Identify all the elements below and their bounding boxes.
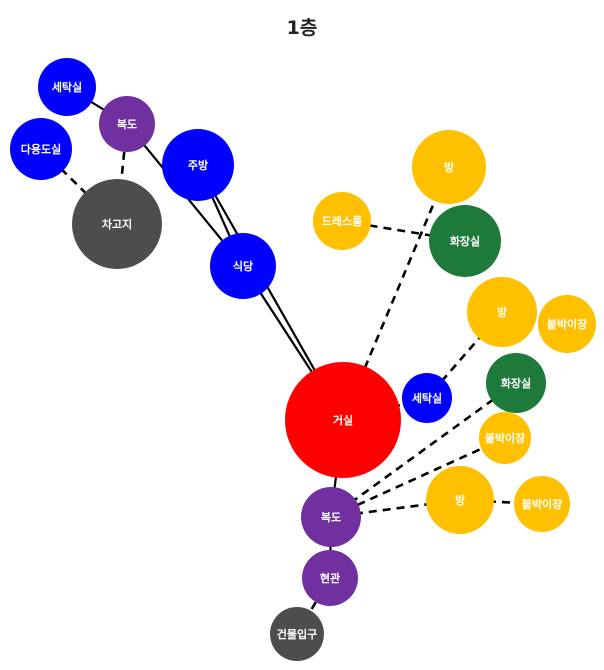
- node-layer: 차고지복도세탁실다용도실주방식당방드레스룸화장실방붙박이장화장실세탁실거실붙박이…: [10, 58, 596, 661]
- room-node-circle: [467, 277, 537, 347]
- room-node-circle: [10, 118, 72, 180]
- edge-dashed: [330, 381, 517, 519]
- room-node: 세탁실: [38, 58, 96, 116]
- room-node-circle: [538, 295, 596, 353]
- room-node: 방: [467, 277, 537, 347]
- room-node-label: 붙박이장: [485, 431, 525, 445]
- room-node-circle: [402, 373, 452, 423]
- room-node-circle: [72, 179, 162, 269]
- room-node-label: 차고지: [102, 217, 132, 231]
- room-node: 식당: [210, 233, 276, 299]
- room-node: 거실: [285, 362, 401, 478]
- room-node-circle: [270, 607, 324, 661]
- room-node: 드레스룸: [313, 192, 371, 250]
- room-node: 붙박이장: [479, 412, 531, 464]
- room-node-circle: [412, 130, 486, 204]
- room-node-label: 방: [455, 493, 465, 507]
- room-node-label: 식당: [233, 259, 253, 273]
- room-node-circle: [313, 192, 371, 250]
- room-node: 다용도실: [10, 118, 72, 180]
- room-node-circle: [285, 362, 401, 478]
- room-node-label: 드레스룸: [322, 214, 362, 228]
- room-node-label: 다용도실: [21, 142, 61, 156]
- room-node-label: 세탁실: [52, 80, 82, 94]
- room-node-circle: [210, 233, 276, 299]
- room-node-label: 건물입구: [277, 627, 317, 641]
- room-node-label: 세탁실: [412, 391, 442, 405]
- room-node: 복도: [99, 96, 155, 152]
- room-node: 화장실: [429, 205, 501, 277]
- room-node-label: 붙박이장: [547, 317, 587, 331]
- room-node-label: 복도: [321, 510, 341, 524]
- room-node-label: 현관: [320, 571, 340, 585]
- room-node-label: 방: [444, 160, 454, 174]
- room-node-circle: [301, 487, 361, 547]
- room-node: 화장실: [486, 353, 546, 413]
- room-node-circle: [479, 412, 531, 464]
- room-node-circle: [99, 96, 155, 152]
- room-node-label: 화장실: [450, 234, 480, 248]
- room-node-circle: [514, 476, 570, 532]
- room-node-label: 화장실: [501, 376, 531, 390]
- room-node-label: 거실: [333, 413, 353, 427]
- room-node-label: 주방: [188, 158, 208, 172]
- room-node: 방: [426, 466, 494, 534]
- room-node: 방: [412, 130, 486, 204]
- room-node-label: 방: [497, 305, 507, 319]
- room-node: 주방: [162, 129, 234, 201]
- room-node-circle: [38, 58, 96, 116]
- room-node-circle: [429, 205, 501, 277]
- room-node-circle: [486, 353, 546, 413]
- room-node: 붙박이장: [538, 295, 596, 353]
- room-node: 차고지: [72, 179, 162, 269]
- room-node-label: 복도: [117, 117, 137, 131]
- edge-dashed: [295, 577, 332, 635]
- room-node: 건물입구: [270, 607, 324, 661]
- room-node-circle: [302, 550, 358, 606]
- room-node-circle: [162, 129, 234, 201]
- room-node: 복도: [301, 487, 361, 547]
- room-node: 세탁실: [402, 373, 452, 423]
- room-node: 붙박이장: [514, 476, 570, 532]
- room-node-label: 붙박이장: [522, 497, 562, 511]
- edge-dashed: [330, 436, 506, 519]
- room-node: 현관: [302, 550, 358, 606]
- room-node-circle: [426, 466, 494, 534]
- floor-title: 1층: [287, 17, 318, 39]
